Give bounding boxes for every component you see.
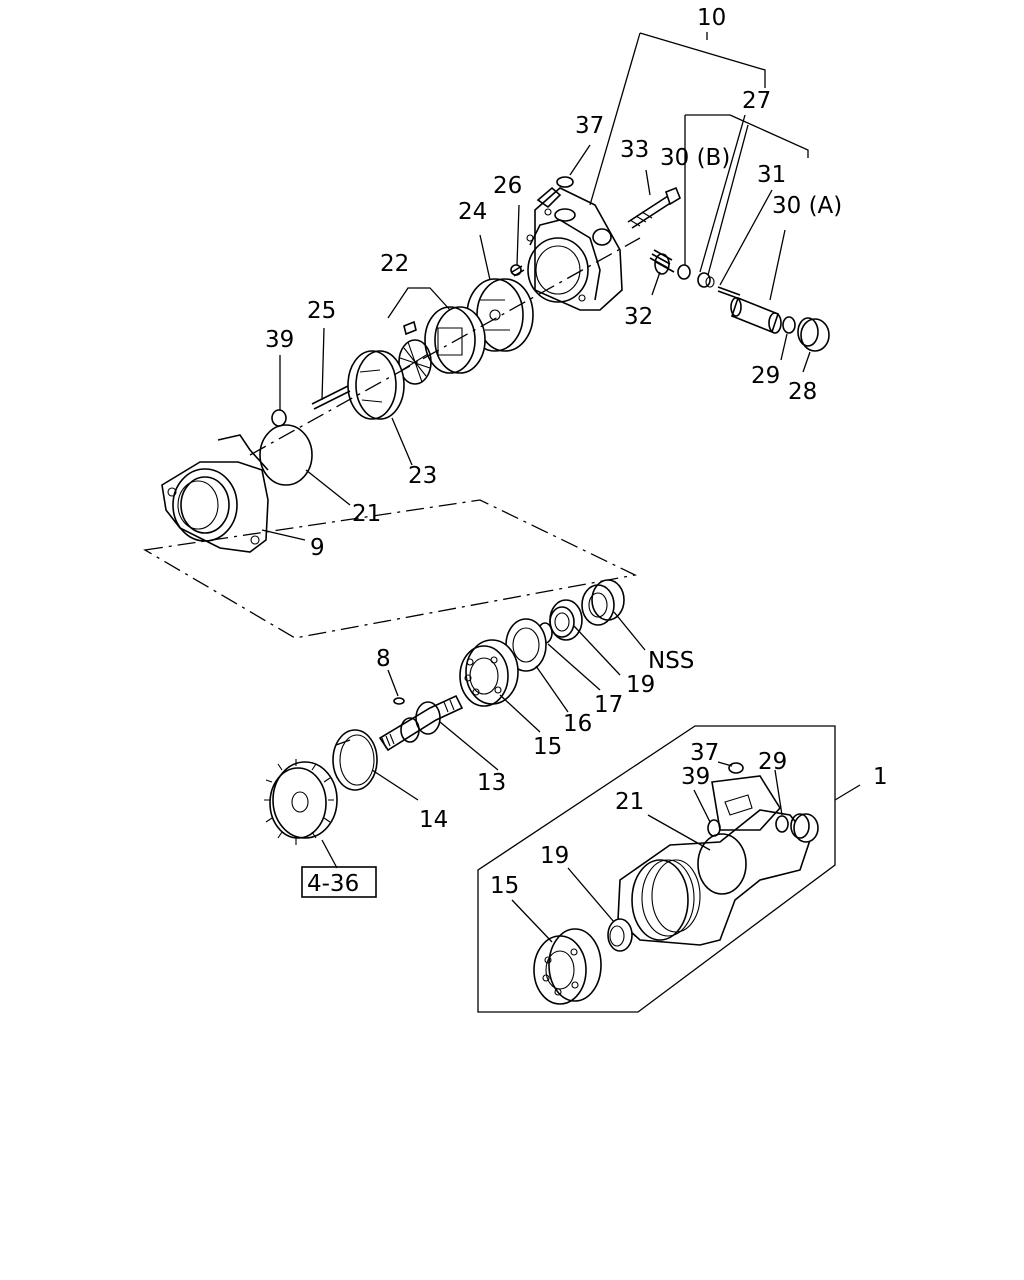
valve-parts-30b-27-31	[677, 264, 741, 300]
callout-27: 27	[742, 88, 771, 114]
callout-30b: 30 (B)	[660, 145, 730, 171]
oring-part-37-upper	[556, 176, 574, 188]
side-plate-part-23	[347, 350, 405, 420]
screw-part-26	[510, 264, 525, 277]
callout-33: 33	[620, 137, 649, 163]
callout-nss: NSS	[648, 648, 694, 674]
callout-25: 25	[307, 298, 336, 324]
callout-32: 32	[624, 304, 653, 330]
callout-26: 26	[493, 173, 522, 199]
callout-39-lower: 39	[681, 764, 710, 790]
reference-box-4-36: 4-36	[301, 866, 377, 898]
plug-part-28	[797, 317, 830, 352]
callout-21-upper: 21	[352, 501, 381, 527]
ball-bearing-part-15-middle	[459, 639, 519, 707]
callout-15-middle: 15	[533, 734, 562, 760]
reference-box-label: 4-36	[307, 871, 359, 897]
callout-28: 28	[788, 379, 817, 405]
oring-part-29	[782, 316, 796, 334]
assembly-frame-lower	[477, 725, 836, 1013]
needle-bearing-part-nss	[581, 579, 625, 626]
pin-part-25	[311, 385, 351, 410]
callout-15-lower: 15	[490, 873, 519, 899]
leader-lines-middle	[321, 611, 646, 869]
callout-19-lower: 19	[540, 843, 569, 869]
callout-8: 8	[376, 646, 391, 672]
pump-assembly-part-1	[533, 762, 819, 1005]
callout-14: 14	[419, 807, 448, 833]
key-part-8	[393, 697, 405, 705]
callout-9: 9	[310, 535, 325, 561]
callout-23: 23	[408, 463, 437, 489]
callout-17: 17	[594, 692, 623, 718]
assembly-frame-middle	[143, 499, 638, 639]
front-housing-part-9	[161, 434, 269, 553]
bolt-part-33	[627, 186, 681, 229]
snap-ring-part-14	[332, 729, 378, 791]
rotor-cam-set-part-22	[387, 287, 486, 385]
callout-22: 22	[380, 251, 409, 277]
leader-lines-upper	[261, 32, 811, 541]
callout-16: 16	[563, 711, 592, 737]
callout-39-upper: 39	[265, 327, 294, 353]
shaft-part-13	[378, 694, 464, 752]
callout-37-upper: 37	[575, 113, 604, 139]
gasket-part-21-upper	[259, 424, 313, 486]
spring-part-32	[649, 249, 675, 275]
callout-13: 13	[477, 770, 506, 796]
callout-29-upper: 29	[751, 363, 780, 389]
callout-24: 24	[458, 199, 487, 225]
axis-line-upper	[249, 237, 641, 456]
pump-body-part-10	[526, 186, 623, 311]
callout-19-middle: 19	[626, 672, 655, 698]
callout-37-lower: 37	[690, 740, 719, 766]
gear-part	[264, 759, 338, 845]
callout-21-lower: 21	[615, 789, 644, 815]
valve-part-30a	[730, 296, 782, 334]
seal-part-19-middle	[549, 599, 583, 641]
callout-1: 1	[873, 764, 888, 790]
leader-lines-lower	[511, 761, 861, 943]
callout-31: 31	[757, 162, 786, 188]
callout-29-lower: 29	[758, 749, 787, 775]
oring-part-39-upper	[271, 409, 287, 427]
callout-30a: 30 (A)	[772, 193, 842, 219]
callout-10: 10	[697, 5, 726, 31]
